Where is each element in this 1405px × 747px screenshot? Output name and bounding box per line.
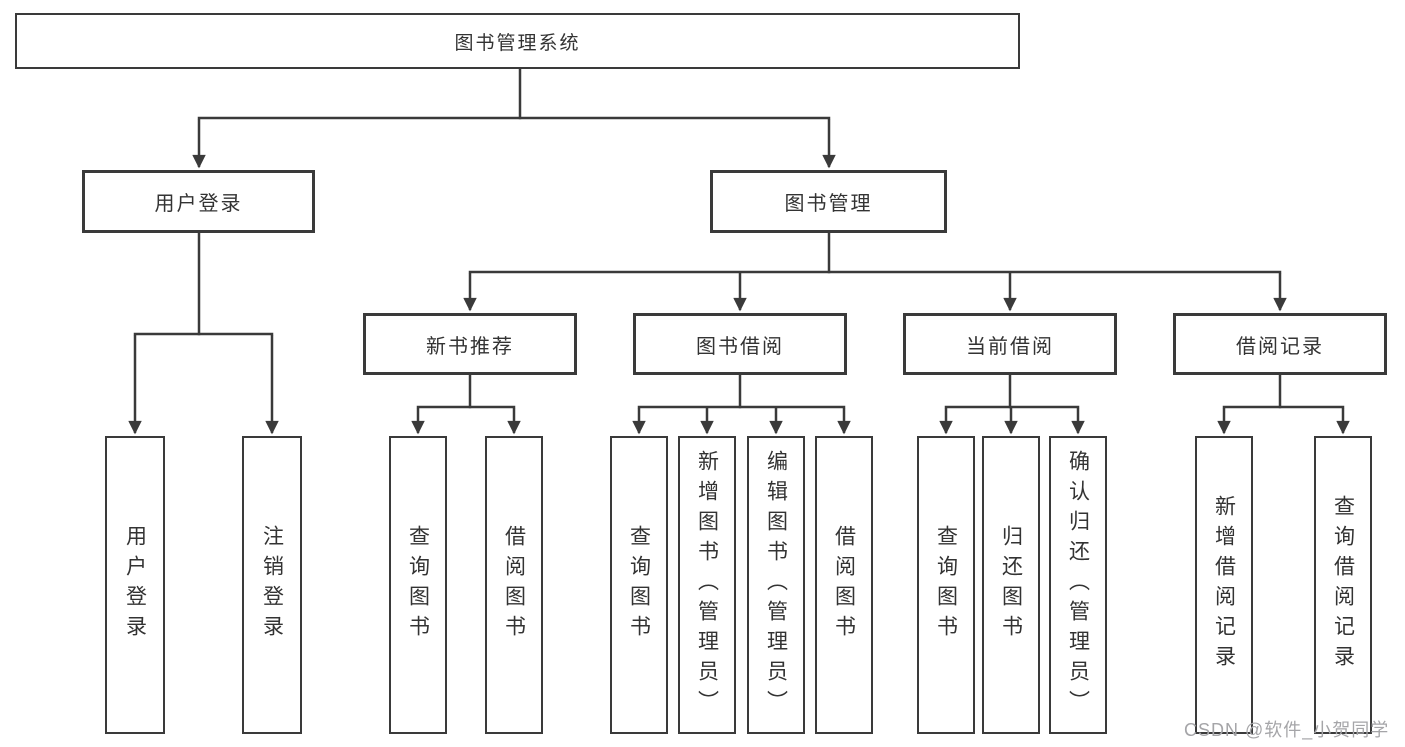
leaf-query-books-current-label: 查询图书 <box>934 525 958 645</box>
leaf-borrow-books-recommend-label: 借阅图书 <box>502 525 526 645</box>
connector-root-to-level2 <box>192 67 836 169</box>
connector-current-children <box>939 373 1085 435</box>
node-borrowing-records: 借阅记录 <box>1173 313 1387 375</box>
leaf-edit-books-admin-label: 编辑图书（管理员） <box>764 450 788 720</box>
leaf-query-books-recommend: 查询图书 <box>389 436 447 734</box>
csdn-watermark: CSDN @软件_小贺同学 <box>1184 720 1390 740</box>
connector-recommend-children <box>411 373 521 435</box>
node-book-borrowing-label: 图书借阅 <box>696 335 784 358</box>
leaf-query-books-borrowing-label: 查询图书 <box>627 525 651 645</box>
leaf-user-login-label: 用户登录 <box>123 525 147 645</box>
node-current-borrowing-label: 当前借阅 <box>966 335 1054 358</box>
leaf-logout-label: 注销登录 <box>260 525 284 645</box>
node-borrowing-records-label: 借阅记录 <box>1236 335 1324 358</box>
leaf-borrow-books-borrowing-label: 借阅图书 <box>832 525 856 645</box>
node-user-login: 用户登录 <box>82 170 315 233</box>
leaf-add-borrow-record: 新增借阅记录 <box>1195 436 1253 734</box>
leaf-confirm-return-admin: 确认归还（管理员） <box>1049 436 1107 734</box>
node-root-label: 图书管理系统 <box>454 32 581 54</box>
connector-records-children <box>1217 373 1350 435</box>
connector-borrowing-children <box>632 373 851 435</box>
leaf-add-books-admin: 新增图书（管理员） <box>678 436 736 734</box>
leaf-borrow-books-borrowing: 借阅图书 <box>815 436 873 734</box>
leaf-add-borrow-record-label: 新增借阅记录 <box>1212 495 1236 675</box>
node-current-borrowing: 当前借阅 <box>903 313 1117 375</box>
leaf-logout: 注销登录 <box>242 436 302 734</box>
leaf-query-books-borrowing: 查询图书 <box>610 436 668 734</box>
leaf-return-books-label: 归还图书 <box>999 525 1023 645</box>
leaf-query-borrow-record-label: 查询借阅记录 <box>1331 495 1355 675</box>
leaf-confirm-return-admin-label: 确认归还（管理员） <box>1066 450 1090 720</box>
connector-book-management-children <box>463 231 1287 312</box>
node-user-login-label: 用户登录 <box>154 193 243 215</box>
leaf-return-books: 归还图书 <box>982 436 1040 734</box>
node-new-book-recommendation-label: 新书推荐 <box>426 335 514 358</box>
connector-user-login-children <box>128 231 279 435</box>
leaf-query-books-recommend-label: 查询图书 <box>406 525 430 645</box>
node-book-management-label: 图书管理 <box>784 193 873 215</box>
node-book-borrowing: 图书借阅 <box>633 313 847 375</box>
node-new-book-recommendation: 新书推荐 <box>363 313 577 375</box>
leaf-user-login: 用户登录 <box>105 436 165 734</box>
leaf-query-borrow-record: 查询借阅记录 <box>1314 436 1372 734</box>
leaf-query-books-current: 查询图书 <box>917 436 975 734</box>
node-root: 图书管理系统 <box>15 13 1020 69</box>
leaf-edit-books-admin: 编辑图书（管理员） <box>747 436 805 734</box>
node-book-management: 图书管理 <box>710 170 947 233</box>
leaf-add-books-admin-label: 新增图书（管理员） <box>695 450 719 720</box>
leaf-borrow-books-recommend: 借阅图书 <box>485 436 543 734</box>
